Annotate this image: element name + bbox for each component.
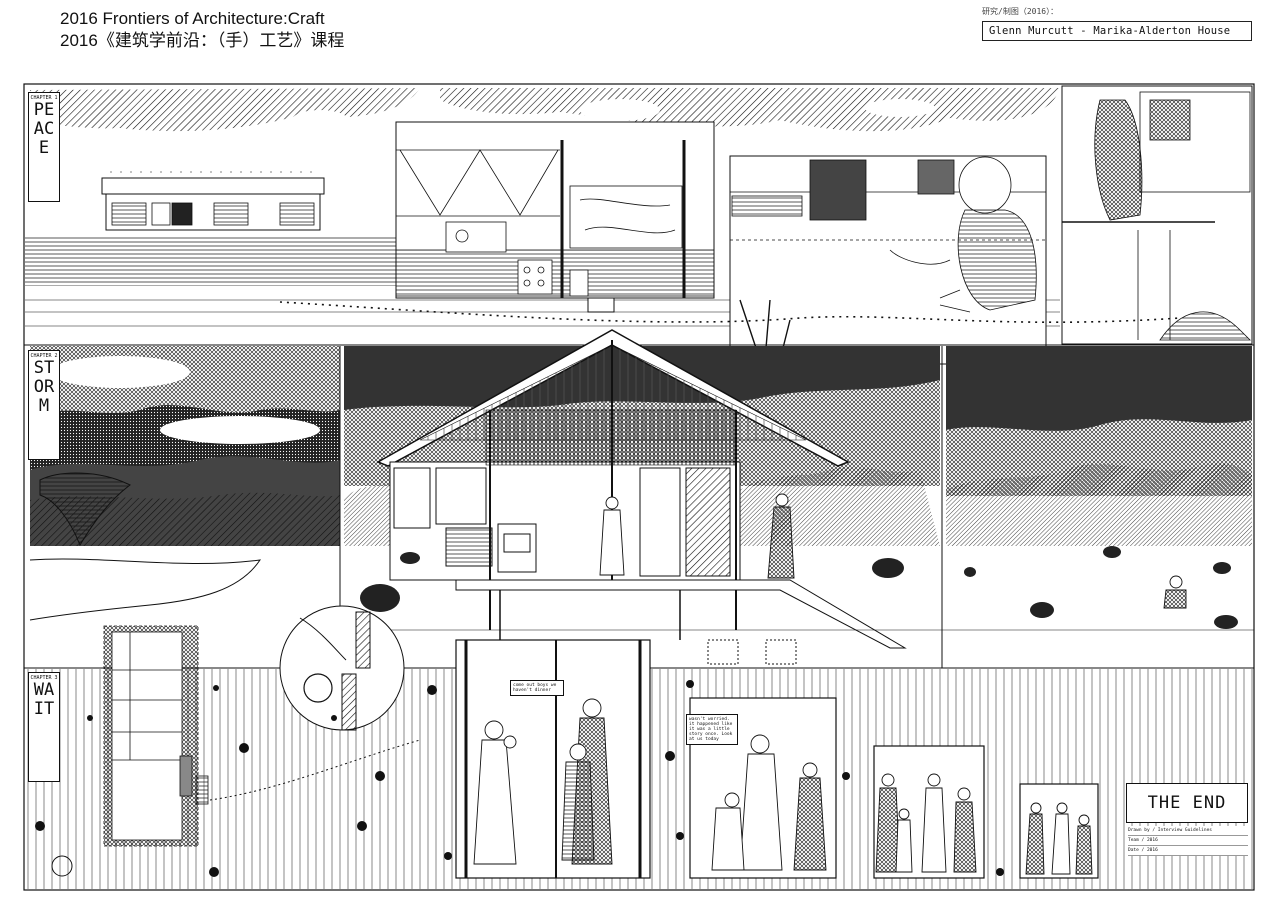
chapter-word: PEACE bbox=[33, 100, 55, 158]
project-name: Glenn Murcutt - Marika-Alderton House bbox=[982, 21, 1252, 41]
chapter-word: STORM bbox=[33, 358, 55, 416]
end-note: Drawn by / Interview Guidelines bbox=[1128, 826, 1248, 836]
house-elevation bbox=[101, 171, 325, 231]
chapter-number: CHAPTER 2 bbox=[30, 353, 58, 359]
chapter-label-storm: CHAPTER 2 STORM bbox=[28, 350, 60, 460]
credit-label: 研究/制图（2016）： bbox=[982, 7, 1059, 16]
storm-band bbox=[29, 329, 1254, 668]
speech-bubble: come out boys we haven't dinner bbox=[510, 680, 564, 696]
credit-block: 研究/制图（2016）： Glenn Murcutt - Marika-Alde… bbox=[982, 6, 1252, 41]
chapter-number: CHAPTER 1 bbox=[30, 95, 58, 101]
chapter-label-peace: CHAPTER 1 PEACE bbox=[28, 92, 60, 202]
wait-band bbox=[25, 605, 1253, 889]
peace-band bbox=[25, 85, 1253, 365]
end-note: Date / 2016 bbox=[1128, 846, 1248, 856]
sheet-frame bbox=[23, 83, 1255, 891]
the-end-label: THE END bbox=[1126, 783, 1248, 823]
chapter-number: CHAPTER 3 bbox=[30, 675, 58, 681]
sheet-title: 2016 Frontiers of Architecture:Craft 201… bbox=[60, 8, 344, 52]
title-english: 2016 Frontiers of Architecture:Craft bbox=[60, 9, 325, 28]
speech-bubble: wasn't worried. it happened like it was … bbox=[686, 714, 738, 745]
chapter-label-wait: CHAPTER 3 WAIT bbox=[28, 672, 60, 782]
title-chinese: 2016《建筑学前沿：（手）工艺》课程 bbox=[60, 31, 345, 50]
end-notes: Drawn by / Interview Guidelines Team / 2… bbox=[1128, 826, 1248, 856]
end-note: Team / 2016 bbox=[1128, 836, 1248, 846]
chapter-word: WAIT bbox=[33, 680, 55, 719]
